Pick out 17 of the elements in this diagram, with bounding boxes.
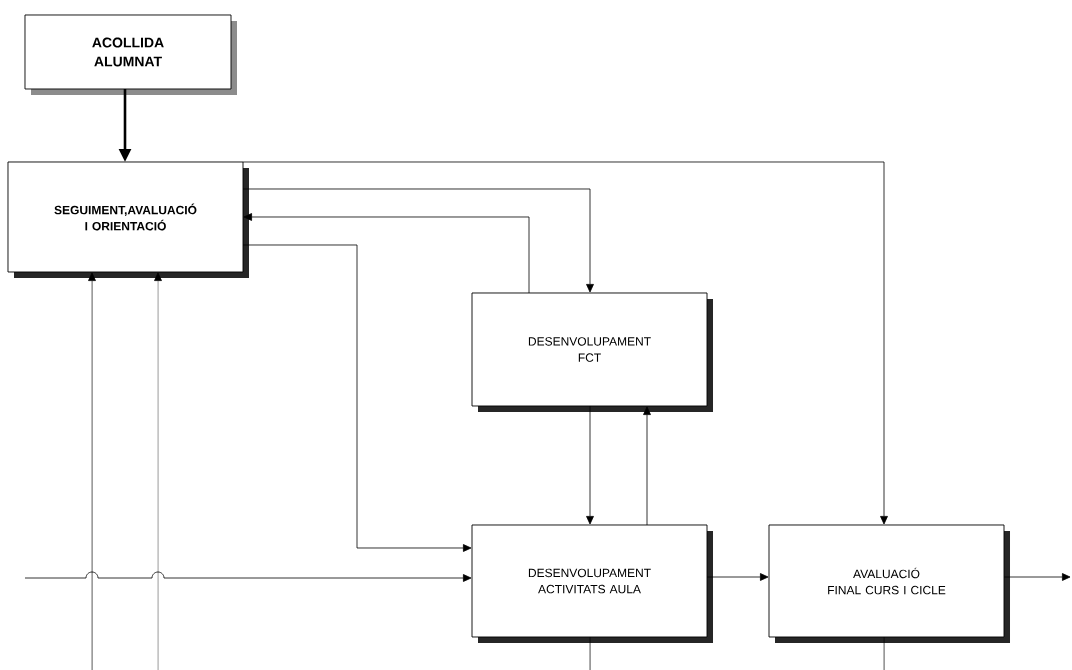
line <box>589 636 591 670</box>
arrow <box>242 161 888 525</box>
arrow <box>24 571 472 582</box>
arrow <box>706 573 769 581</box>
arrow <box>242 244 472 552</box>
process-box: DESENVOLUPAMENT ACTIVITATS AULA <box>471 524 713 643</box>
arrow <box>88 272 96 670</box>
arrow <box>586 405 594 525</box>
line <box>883 636 885 670</box>
arrow <box>1003 573 1071 581</box>
process-box: AVALUACIÓ FINAL CURS I CICLE <box>768 524 1010 643</box>
process-box: SEGUIMENT,AVALUACIÓ I ORIENTACIÓ <box>7 161 249 278</box>
process-box: DESENVOLUPAMENT FCT <box>471 292 713 412</box>
arrow <box>243 213 530 294</box>
arrow <box>643 406 651 526</box>
arrow <box>242 188 594 293</box>
process-box: ACOLLIDA ALUMNAT <box>24 14 237 95</box>
